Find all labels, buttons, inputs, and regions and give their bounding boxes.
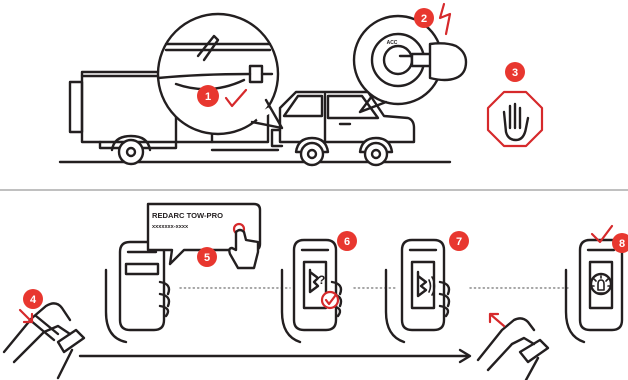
sequence-arrow xyxy=(80,350,470,362)
svg-text:8: 8 xyxy=(619,238,625,250)
phone-2: ? xyxy=(282,240,341,342)
bluetooth-question-icon xyxy=(322,292,338,308)
svg-text:ACC: ACC xyxy=(387,40,398,46)
svg-text:6: 6 xyxy=(344,236,350,248)
trailer-wheel xyxy=(112,136,150,164)
svg-text:4: 4 xyxy=(30,294,37,306)
zoom-bubble-ignition: ACC xyxy=(354,16,466,112)
lightning-icon xyxy=(440,4,450,34)
vehicle-rear-wheel xyxy=(301,143,323,165)
svg-text:?: ? xyxy=(318,273,325,287)
step-6-badge: 6 xyxy=(337,231,357,251)
vehicle-front-wheel xyxy=(365,143,387,165)
phone-1 xyxy=(106,242,169,342)
step-7-badge: 7 xyxy=(449,231,469,251)
stop-hand-icon xyxy=(488,92,542,146)
step-5-badge: 5 xyxy=(197,247,217,267)
svg-text:7: 7 xyxy=(456,236,462,248)
svg-text:3: 3 xyxy=(512,67,518,79)
step-2-badge: 2 xyxy=(414,8,434,28)
brake-release-icon xyxy=(478,314,548,380)
svg-text:1: 1 xyxy=(205,91,211,103)
svg-text:5: 5 xyxy=(204,252,210,264)
step-4-badge: 4 xyxy=(23,289,43,309)
step-3-badge: 3 xyxy=(505,62,525,82)
step-1-badge: 1 xyxy=(197,85,219,107)
svg-text:2: 2 xyxy=(421,13,427,25)
zoom-bubble-connector xyxy=(158,14,282,134)
svg-text:REDARC TOW-PRO: REDARC TOW-PRO xyxy=(152,211,223,220)
svg-text:xxxxxxx-xxxx: xxxxxxx-xxxx xyxy=(152,224,189,230)
brake-pedal-icon xyxy=(4,303,84,378)
